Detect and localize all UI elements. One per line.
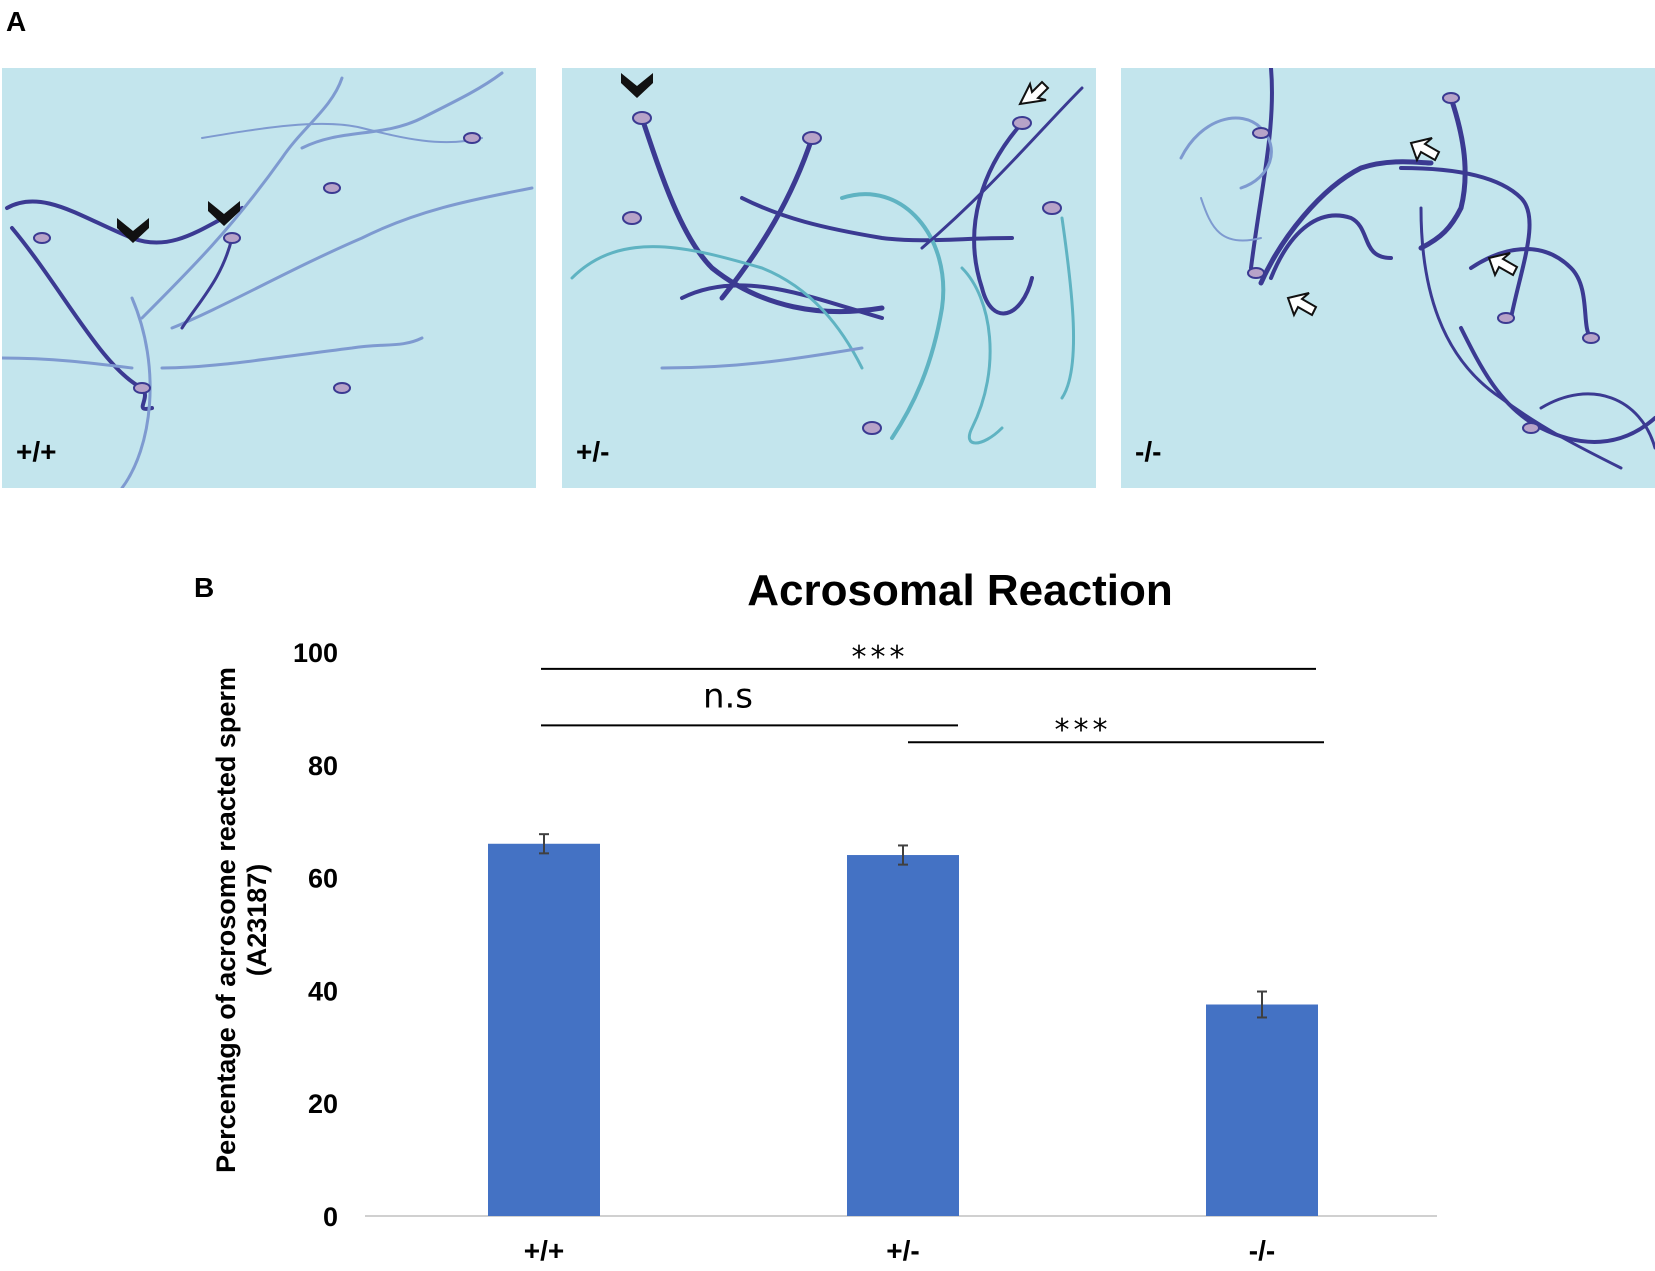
y-tick-label: 40: [308, 976, 338, 1006]
micrograph-wildtype: +/+: [2, 68, 536, 488]
acrosomal-reaction-chart: Acrosomal Reaction Percentage of acrosom…: [211, 566, 1437, 1266]
error-bar-0: [539, 833, 549, 855]
significance-label-0: ***: [852, 640, 909, 675]
bar-2: [1206, 1004, 1318, 1216]
chart-title: Acrosomal Reaction: [747, 566, 1172, 615]
x-tick-label: -/-: [1249, 1235, 1275, 1266]
y-axis-label-line2: (A23187): [242, 864, 272, 977]
panel-a-letter: A: [6, 6, 27, 37]
genotype-label: +/-: [576, 436, 610, 467]
bar-1: [847, 855, 959, 1216]
significance-label-2: ***: [1055, 713, 1112, 748]
sperm-image-heterozygous: [570, 73, 1084, 445]
x-tick-label: +/-: [886, 1235, 919, 1266]
error-bar-1: [898, 844, 908, 866]
y-tick-label: 0: [323, 1202, 338, 1232]
y-tick-label: 100: [293, 638, 338, 668]
significance-label-1: n.s: [703, 676, 753, 716]
error-bar-2: [1257, 990, 1267, 1019]
hollow-arrow-icon: [1018, 80, 1050, 106]
y-axis-label-line1: Percentage of acrosome reacted sperm: [211, 667, 241, 1173]
panel-b-letter: B: [194, 572, 215, 603]
y-tick-label: 60: [308, 864, 338, 894]
micrograph-heterozygous: +/-: [562, 68, 1096, 488]
arrowhead-icon: [117, 201, 240, 243]
arrowhead-icon: [621, 73, 653, 98]
x-tick-label: +/+: [524, 1235, 564, 1266]
bar-0: [488, 843, 600, 1216]
y-tick-label: 80: [308, 751, 338, 781]
micrograph-knockout: -/-: [1121, 68, 1655, 488]
sperm-image-wildtype: [2, 71, 534, 488]
y-tick-label: 20: [308, 1089, 338, 1119]
sperm-image-knockout: [1179, 68, 1655, 470]
genotype-label: +/+: [16, 436, 57, 467]
genotype-label: -/-: [1135, 436, 1162, 467]
hollow-arrow-icon: [1286, 137, 1519, 318]
